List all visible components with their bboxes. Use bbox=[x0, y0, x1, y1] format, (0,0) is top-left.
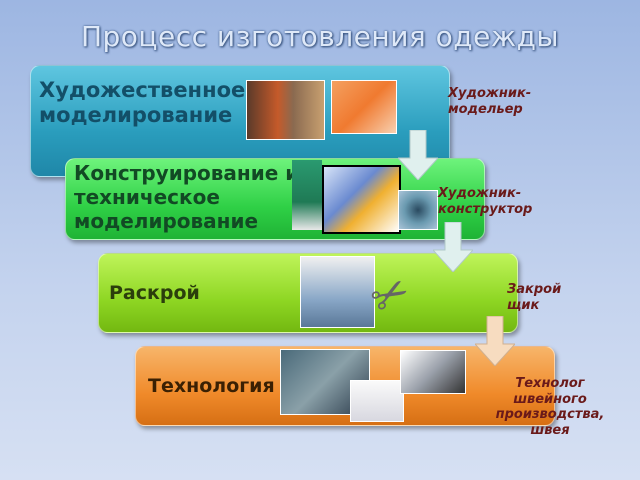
step-label: Конструирование и техническое моделирова… bbox=[74, 161, 300, 233]
arrow-down-icon bbox=[475, 316, 515, 366]
sewing-machine-photo bbox=[350, 380, 404, 422]
arrow-down-icon bbox=[398, 130, 438, 180]
role-label: Технолог швейного производства, швея bbox=[495, 376, 605, 438]
mannequin-icon bbox=[292, 160, 322, 230]
step-label: Художественное моделирование bbox=[39, 78, 246, 128]
designer-photo bbox=[246, 80, 325, 140]
role-label: Закройщик bbox=[507, 282, 562, 313]
tape-roll-photo bbox=[398, 190, 438, 230]
role-label: Художник-модельер bbox=[448, 86, 532, 117]
iron-photo bbox=[400, 350, 466, 394]
step-label: Технология bbox=[148, 375, 275, 397]
slide-title: Процесс изготовления одежды bbox=[80, 20, 560, 53]
step-label: Раскрой bbox=[109, 282, 200, 304]
measuring-tape-photo bbox=[331, 80, 397, 134]
arrow-down-icon bbox=[433, 222, 473, 272]
role-label: Художник-конструктор bbox=[438, 186, 533, 217]
cutting-photo bbox=[300, 256, 375, 328]
drafting-tools-icon bbox=[322, 165, 401, 234]
